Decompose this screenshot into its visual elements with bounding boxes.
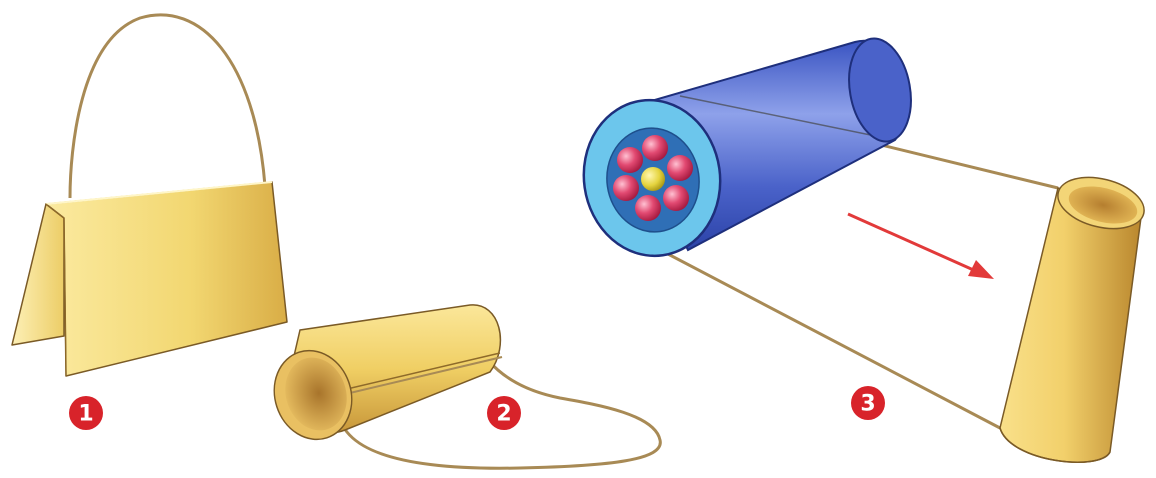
direction-arrow-icon bbox=[847, 212, 994, 279]
hanging-string bbox=[68, 13, 267, 199]
card-back-flap bbox=[11, 203, 65, 346]
step-badge-2: 2 bbox=[487, 396, 521, 430]
string-bottom bbox=[667, 252, 1001, 430]
folded-card-icon bbox=[11, 13, 288, 377]
card-front-panel bbox=[45, 181, 288, 377]
sphere-cluster bbox=[613, 135, 693, 221]
rolled-card-icon bbox=[273, 304, 662, 470]
step-number-2: 2 bbox=[496, 402, 511, 427]
yellow-tube-body bbox=[999, 187, 1143, 463]
step-number-3: 3 bbox=[860, 392, 875, 417]
yellow-tube-icon bbox=[999, 176, 1145, 463]
step-number-1: 1 bbox=[78, 402, 93, 427]
rolled-string bbox=[336, 359, 662, 470]
blue-cylinder-icon bbox=[582, 37, 1059, 430]
step-badge-3: 3 bbox=[851, 386, 885, 420]
step-badge-1: 1 bbox=[69, 396, 103, 430]
